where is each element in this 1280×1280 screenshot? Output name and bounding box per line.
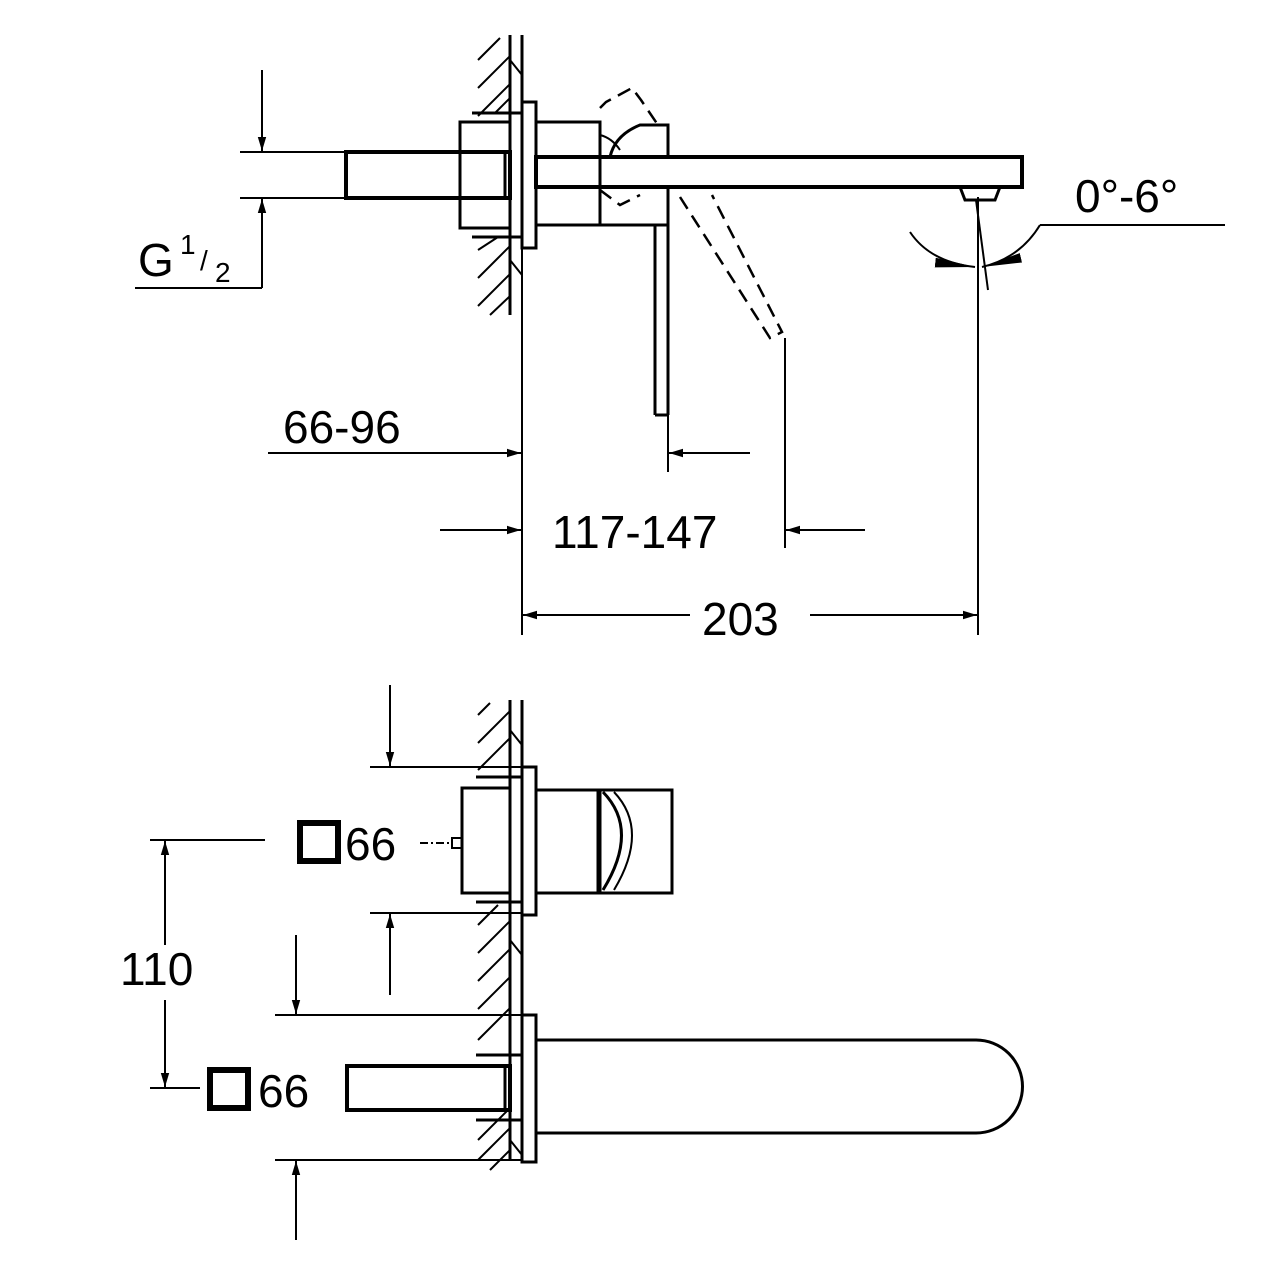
centre-distance-label: 110 <box>120 943 193 995</box>
lever <box>653 187 670 417</box>
dimension-rosette-bottom: 66 <box>207 935 522 1240</box>
lever-projection-label: 117-147 <box>552 506 717 558</box>
dimension-110: 110 <box>120 839 265 1089</box>
dimension-117-147: 117-147 <box>440 338 865 558</box>
dimension-thread: G 1 / 2 <box>135 70 346 289</box>
mixer-front <box>451 765 674 917</box>
thread-denominator: 2 <box>215 257 231 288</box>
spout <box>534 155 1024 202</box>
rosette-top-label: 66 <box>345 818 396 870</box>
square-symbol-icon <box>207 1067 251 1111</box>
front-view: 66 110 66 <box>120 685 1024 1240</box>
square-symbol-icon <box>297 820 341 864</box>
dimension-66-96: 66-96 <box>268 248 523 635</box>
wall-section-lower <box>476 700 524 1171</box>
lever-alt-position-dashed <box>599 86 784 340</box>
thread-numerator: 1 <box>180 229 196 260</box>
spout-projection-label: 203 <box>702 593 779 645</box>
spout-front <box>345 1013 1024 1164</box>
angle-label: 0°-6° <box>1075 170 1178 222</box>
rosette-bottom-label: 66 <box>258 1065 309 1117</box>
valve-body <box>344 100 670 250</box>
thread-label: G <box>138 234 174 286</box>
dimension-203: 203 <box>523 593 977 645</box>
dimension-rosette-top: 66 <box>297 685 522 995</box>
angle-indicator: 0°-6° <box>909 170 1225 635</box>
wall-depth-label: 66-96 <box>283 401 401 453</box>
wall-section <box>472 35 524 316</box>
side-view: 0°-6° G 1 / 2 66-96 117-147 <box>135 35 1225 645</box>
thread-slash: / <box>200 245 208 276</box>
